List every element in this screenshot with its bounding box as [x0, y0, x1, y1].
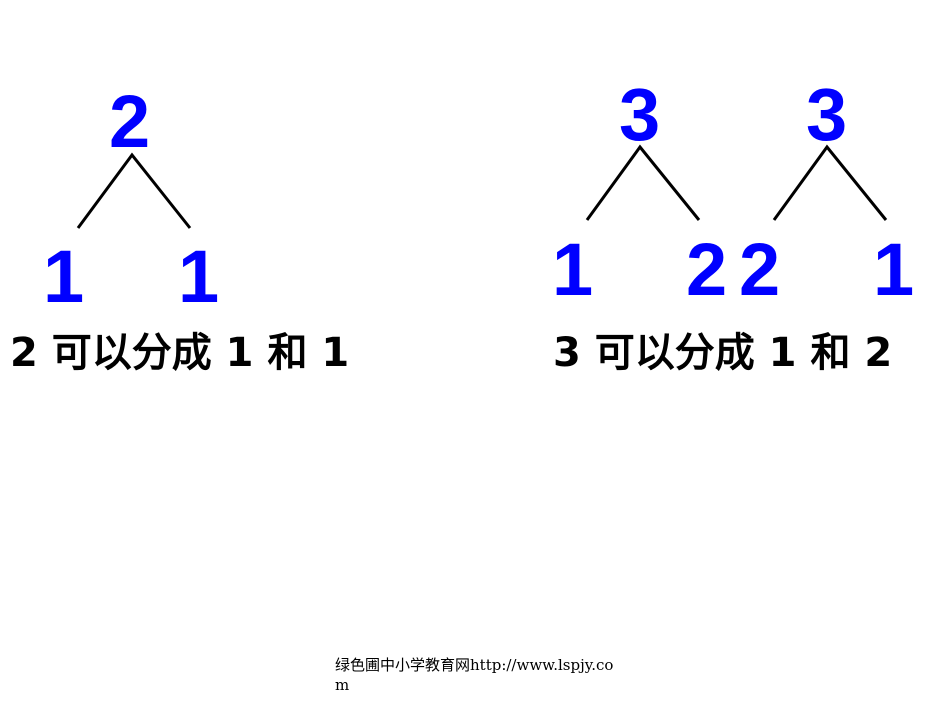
tree-1-top-number: 2: [109, 80, 151, 163]
tree-1-right-number: 1: [178, 235, 220, 318]
footer-watermark: 绿色圃中小学教育网http://www.lspjy.com: [335, 656, 614, 694]
caption-decompose-2: 2 可以分成 1 和 1: [10, 330, 350, 376]
tree-3-top-number: 3: [806, 73, 848, 156]
tree-3-right-number: 1: [873, 228, 915, 311]
tree-3-left-number: 2: [739, 228, 781, 311]
tree-2-right-number: 2: [686, 228, 728, 311]
tree-2-top-number: 3: [619, 73, 661, 156]
tree-2-left-number: 1: [552, 228, 594, 311]
tree-1-branches: [76, 152, 192, 229]
tree-3-branches: [772, 144, 888, 221]
caption-decompose-3: 3 可以分成 1 和 2: [553, 330, 893, 376]
tree-2-branches: [585, 144, 701, 221]
tree-1-left-number: 1: [43, 235, 85, 318]
